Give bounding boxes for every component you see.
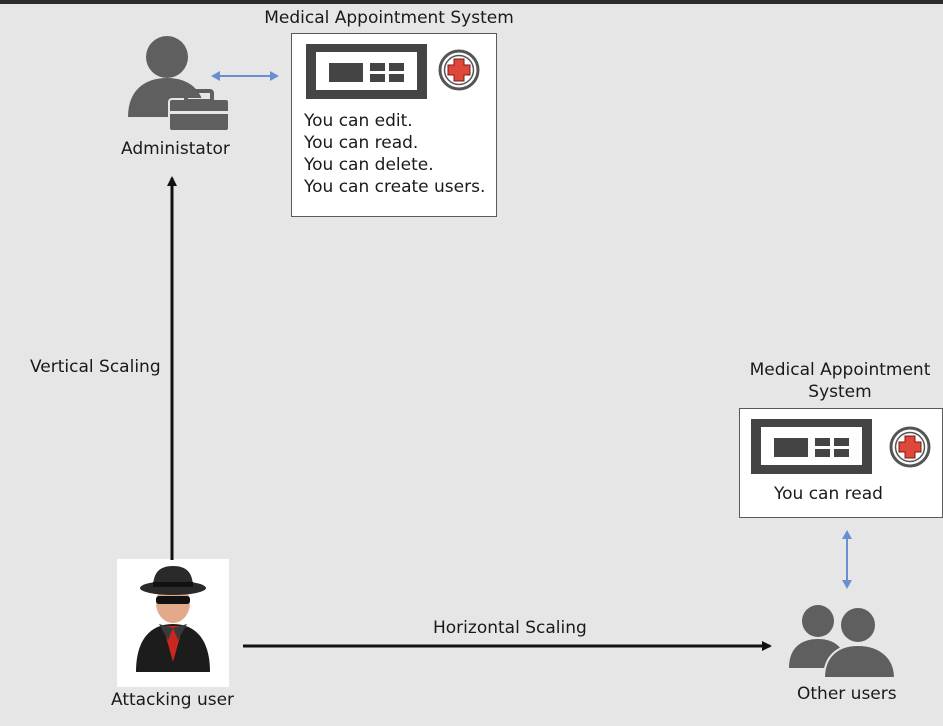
top-bar: [0, 0, 943, 4]
other-system-title-line2: System: [808, 382, 872, 402]
admin-label: Administator: [121, 139, 230, 159]
other-system-title-line1: Medical Appointment: [749, 360, 931, 380]
others-label: Other users: [797, 684, 897, 704]
admin-system-link-arrow: [211, 71, 279, 81]
briefcase-icon: [168, 89, 230, 132]
user-group-icon: [789, 605, 897, 679]
system-panel-icon: [306, 44, 427, 99]
attacker-label: Attacking user: [111, 690, 235, 710]
other-system-title: Medical Appointment System: [738, 359, 942, 403]
attacker-spy-icon: [136, 566, 210, 672]
permission-edit: You can edit.: [304, 111, 413, 131]
permission-delete: You can delete.: [304, 155, 434, 175]
admin-permissions-list: You can edit. You can read. You can dele…: [304, 110, 485, 198]
medical-cross-icon: [889, 426, 931, 468]
vertical-scaling-label: Vertical Scaling: [30, 357, 161, 377]
other-permission: You can read: [774, 484, 883, 504]
permission-read: You can read.: [304, 133, 419, 153]
others-system-link-arrow: [842, 530, 852, 589]
admin-system-title: Medical Appointment System: [264, 8, 514, 28]
system-panel-icon: [751, 419, 872, 474]
permission-create-users: You can create users.: [304, 177, 486, 197]
horizontal-scaling-label: Horizontal Scaling: [433, 618, 587, 638]
medical-cross-icon: [438, 49, 480, 91]
